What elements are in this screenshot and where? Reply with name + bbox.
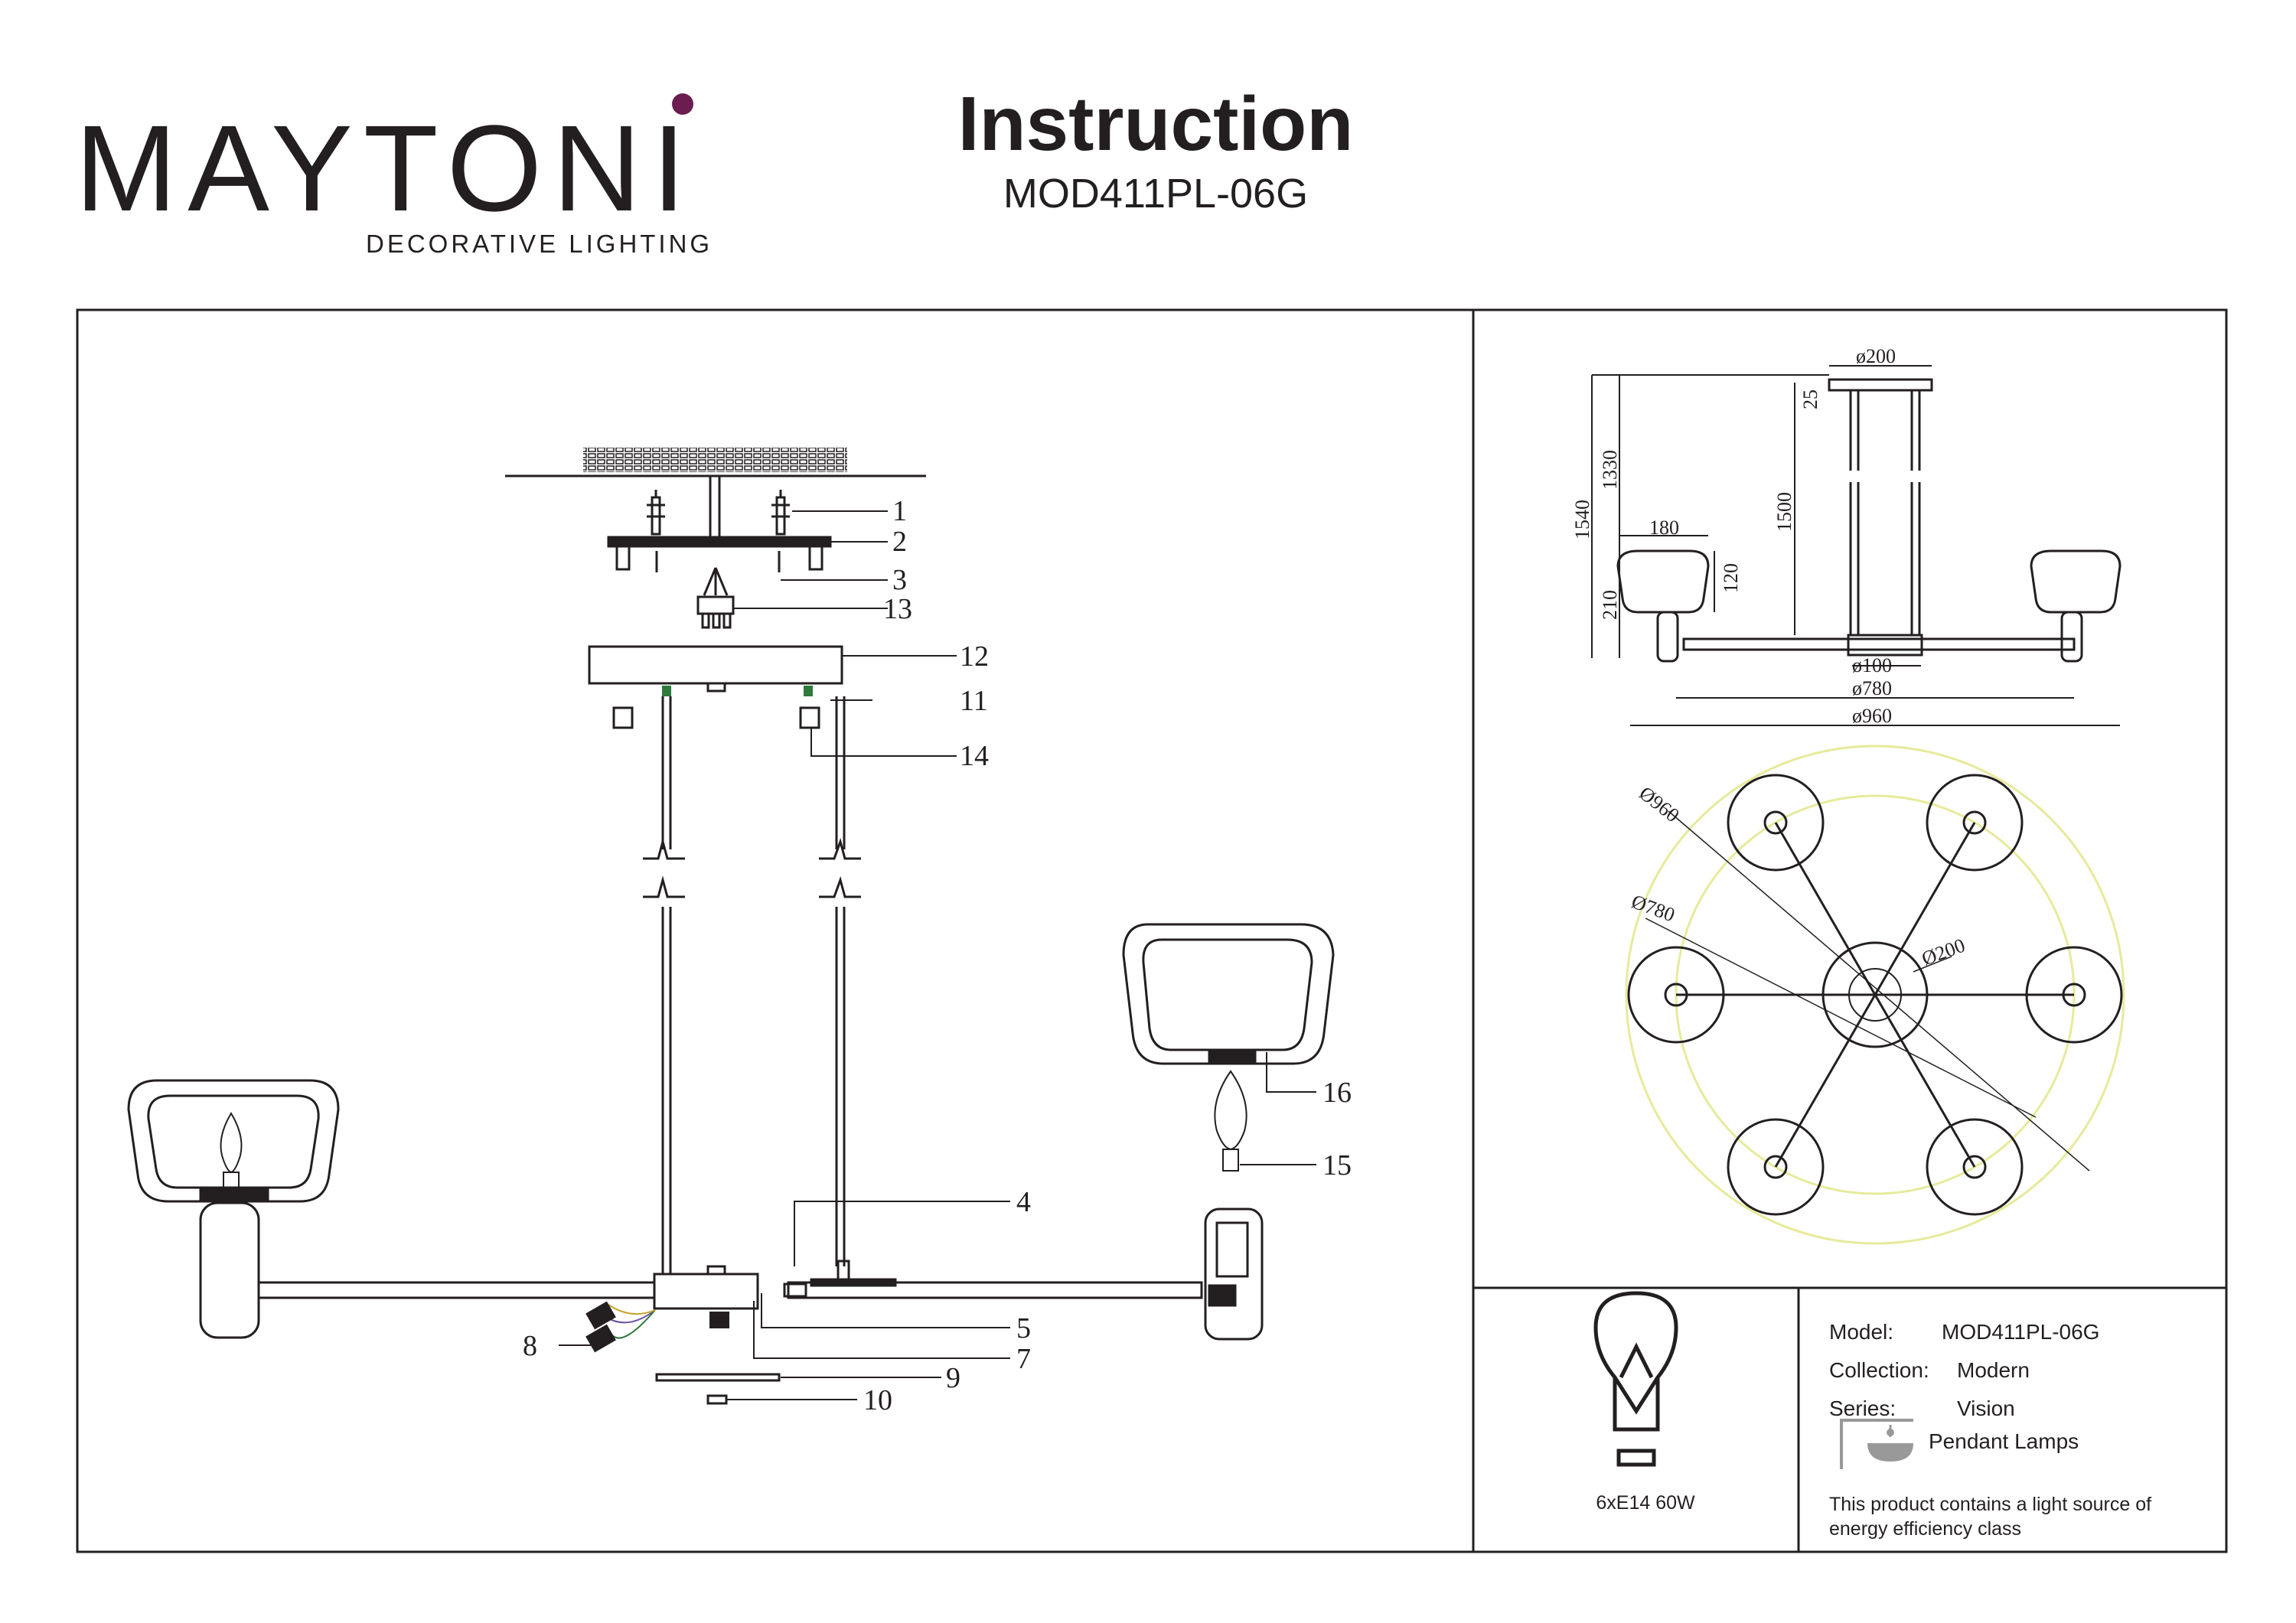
terminal-block — [696, 567, 735, 629]
side-canopy — [1828, 378, 1933, 392]
callout-1: 1 — [892, 495, 907, 527]
cap-left — [612, 706, 634, 729]
dim-shade-width: 180 — [1649, 517, 1679, 539]
collection-label: Collection: — [1829, 1358, 1929, 1382]
dim-rod-length: 1500 — [1773, 492, 1795, 532]
arm-right — [787, 1281, 1203, 1299]
energy-note-line2: energy efficiency class — [1829, 1518, 2022, 1540]
dim-canopy-diameter: ø200 — [1856, 345, 1896, 367]
hub-body — [653, 1273, 759, 1310]
brand-logo-wordmark: MAYTONI — [75, 99, 697, 236]
top-view-dim-leaders — [1645, 810, 2090, 1172]
document-model-code: MOD411PL-06G — [1003, 171, 1309, 217]
mounting-bar — [607, 536, 832, 548]
suspension-rods — [643, 696, 861, 1274]
side-rods — [1849, 390, 1921, 635]
side-shade-right — [2030, 549, 2122, 663]
small-cap — [706, 1394, 728, 1405]
circle-960 — [1625, 745, 2125, 1245]
callout-15: 15 — [1322, 1149, 1352, 1181]
right-lamp-bulb — [1214, 1070, 1247, 1172]
dim-top-200: Ø200 — [1919, 934, 1968, 970]
collection-value: Modern — [1957, 1358, 2030, 1382]
side-view-dimensions: ø200 25 1330 1540 1500 180 120 210 ø100 … — [1571, 345, 1896, 727]
left-lamp-shade — [127, 1079, 340, 1339]
energy-note-line1: This product contains a light source of — [1829, 1494, 2152, 1515]
wall-anchor-left — [647, 490, 665, 536]
arm-left — [257, 1281, 656, 1299]
series-value: Vision — [1957, 1396, 2015, 1420]
dim-top-960: Ø960 — [1635, 782, 1683, 826]
dim-canopy-height: 25 — [1799, 389, 1821, 409]
dim-shade-height: 210 — [1599, 590, 1621, 620]
model-value: MOD411PL-06G — [1942, 1320, 2100, 1344]
callout-16: 16 — [1322, 1077, 1352, 1109]
callout-9: 9 — [946, 1362, 960, 1394]
cable-bundle — [585, 1301, 729, 1353]
document-title: Instruction — [957, 81, 1354, 167]
wall-anchor-right — [771, 490, 790, 536]
callout-12: 12 — [960, 640, 989, 673]
cap-right — [799, 706, 820, 729]
callout-10: 10 — [863, 1384, 892, 1416]
top-view-arms — [1676, 822, 2074, 1168]
side-view-drawing — [1591, 365, 2122, 726]
dim-hub-diameter: ø100 — [1852, 654, 1892, 676]
model-label: Model: — [1829, 1320, 1894, 1344]
right-lamp-shade — [1122, 923, 1335, 1065]
brand-logo-dot — [672, 93, 693, 115]
bulb-rating: 6xE14 60W — [1596, 1492, 1695, 1514]
callout-13: 13 — [883, 593, 912, 625]
callout-2: 2 — [892, 526, 907, 558]
light-bulb-icon — [1593, 1291, 1678, 1467]
callout-5: 5 — [1016, 1312, 1031, 1344]
leader-lines — [559, 510, 1316, 1400]
side-hub — [1847, 634, 1923, 657]
canopy-body — [588, 645, 843, 685]
top-view-shades — [1627, 774, 2123, 1216]
main-frame — [76, 308, 2228, 1553]
assembly-callouts: 1 2 3 13 12 11 14 16 15 4 5 7 8 9 10 — [523, 495, 1352, 1416]
dim-top-780: Ø780 — [1629, 890, 1678, 926]
nut-left — [662, 686, 671, 696]
brand-tagline: DECORATIVE LIGHTING — [366, 230, 713, 258]
series-label: Series: — [1829, 1396, 1896, 1420]
right-lamp-holder — [1204, 1207, 1264, 1341]
product-type: Pendant Lamps — [1929, 1429, 2079, 1453]
dim-rod-upper: 1330 — [1599, 450, 1621, 490]
callout-11: 11 — [960, 685, 988, 717]
side-arms — [1682, 637, 2076, 651]
dim-overall-diameter: ø960 — [1852, 705, 1892, 727]
callout-8: 8 — [523, 1330, 537, 1362]
top-view-drawing — [1625, 745, 2125, 1245]
dim-arm-span: ø780 — [1852, 677, 1892, 699]
dim-shade-inner-height: 120 — [1720, 563, 1742, 593]
callout-4: 4 — [1016, 1186, 1031, 1218]
mounting-bolt-right — [808, 545, 823, 571]
nut-right — [804, 686, 813, 696]
side-shade-left — [1616, 549, 1710, 663]
cover-plate — [655, 1373, 781, 1382]
callout-14: 14 — [960, 740, 989, 772]
callout-7: 7 — [1016, 1343, 1031, 1375]
canopy-tube — [709, 474, 721, 539]
mounting-bolt-left — [615, 545, 631, 571]
callout-3: 3 — [892, 564, 907, 596]
ceiling-hatch — [583, 448, 847, 472]
assembly-exploded-view — [127, 448, 1335, 1405]
pendant-lamp-icon — [1840, 1419, 1913, 1469]
dim-total-height: 1540 — [1571, 500, 1593, 539]
